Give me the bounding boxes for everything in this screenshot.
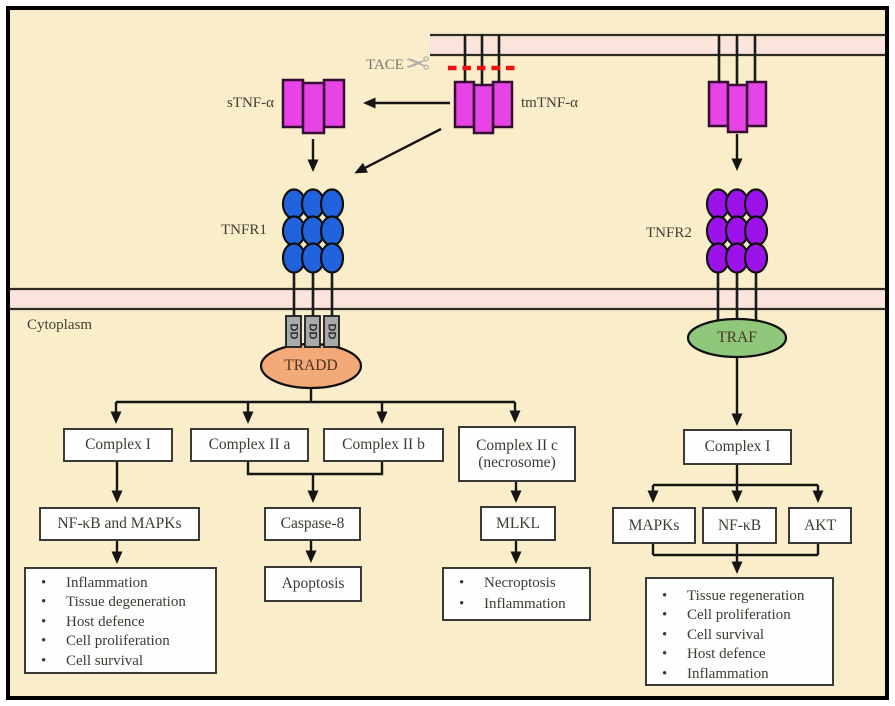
tmtnf2-trimer: [707, 80, 768, 134]
outcome-item: Necroptosis: [444, 573, 585, 594]
arrows: [110, 97, 824, 574]
tnfr1-outcomes-box: Inflammation Tissue degeneration Host de…: [24, 567, 217, 674]
tradd-branch-lines: [116, 388, 515, 404]
top-membrane: [430, 33, 885, 57]
traf-label: TRAF: [717, 329, 757, 346]
dd-label: DD: [288, 324, 300, 340]
complex2ab-merge-lines: [246, 458, 384, 476]
tmtnf-stalks: [463, 34, 501, 86]
tnfr1-label: TNFR1: [221, 222, 267, 238]
dd-label: DD: [307, 324, 319, 340]
tace-label: TACE: [366, 57, 404, 73]
complex2c-box: Complex II c (necrosome): [458, 426, 576, 482]
dd-label: DD: [326, 324, 338, 340]
tradd-label: TRADD: [284, 357, 338, 374]
outcome-item: Cell proliferation: [26, 632, 211, 652]
outcome-item: Host defence: [26, 613, 211, 633]
tmtnf-label: tmTNF-α: [521, 95, 579, 111]
complex2b-box: Complex II b: [323, 428, 444, 462]
cytoplasm-label: Cytoplasm: [27, 317, 93, 333]
mlkl-box: MLKL: [480, 506, 556, 541]
stnf-label: sTNF-α: [226, 95, 274, 111]
outcome-item: Host defence: [647, 645, 828, 665]
scissors-icon: ✂: [405, 47, 431, 82]
tmtnf-trimer: [453, 80, 514, 135]
necroptosis-outcomes-box: Necroptosis Inflammation: [442, 567, 591, 621]
outcome-item: Cell survival: [647, 626, 828, 646]
complex1r-branch-lines: [653, 461, 818, 487]
tnfr2-receptor: [705, 188, 769, 274]
nfkb-mapks-box: NF-κB and MAPKs: [39, 507, 200, 541]
outcome-item: Tissue degeneration: [26, 593, 211, 613]
outcome-item: Tissue regeneration: [647, 587, 828, 607]
stnf-trimer: [281, 78, 346, 135]
tnfr1-outcomes-list: Inflammation Tissue degeneration Host de…: [26, 569, 215, 671]
apoptosis-box: Apoptosis: [264, 566, 362, 602]
tnfr2-outcomes-list: Tissue regeneration Cell proliferation C…: [647, 579, 832, 684]
complex2a-box: Complex II a: [190, 428, 309, 462]
outcome-item: Inflammation: [26, 574, 211, 594]
outcome-item: Cell proliferation: [647, 606, 828, 626]
mapks-box: MAPKs: [612, 507, 696, 544]
nfkb-box: NF-κB: [702, 507, 777, 544]
outcome-item: Inflammation: [647, 665, 828, 685]
outcome-item: Inflammation: [444, 594, 585, 615]
complex2c-line2: (necrosome): [478, 454, 556, 471]
tnfr2-label: TNFR2: [646, 225, 692, 241]
complex1-right-box: Complex I: [683, 429, 792, 465]
plasma-membrane: [10, 287, 885, 311]
tnfr1-receptor: [281, 188, 345, 274]
tnfr2-outcomes-box: Tissue regeneration Cell proliferation C…: [645, 577, 834, 686]
outcome-item: Cell survival: [26, 652, 211, 672]
death-domains: DD DD DD: [285, 315, 340, 348]
right-merge-lines: [651, 540, 820, 557]
caspase8-box: Caspase-8: [264, 507, 361, 541]
necroptosis-outcomes-list: Necroptosis Inflammation: [444, 569, 589, 615]
akt-box: AKT: [788, 507, 852, 544]
arrow-tmtnf-to-tnfr1: [354, 127, 442, 174]
complex2c-line1: Complex II c: [476, 436, 558, 454]
complex1-left-box: Complex I: [63, 428, 173, 462]
tmtnf2-stalks: [717, 34, 757, 86]
